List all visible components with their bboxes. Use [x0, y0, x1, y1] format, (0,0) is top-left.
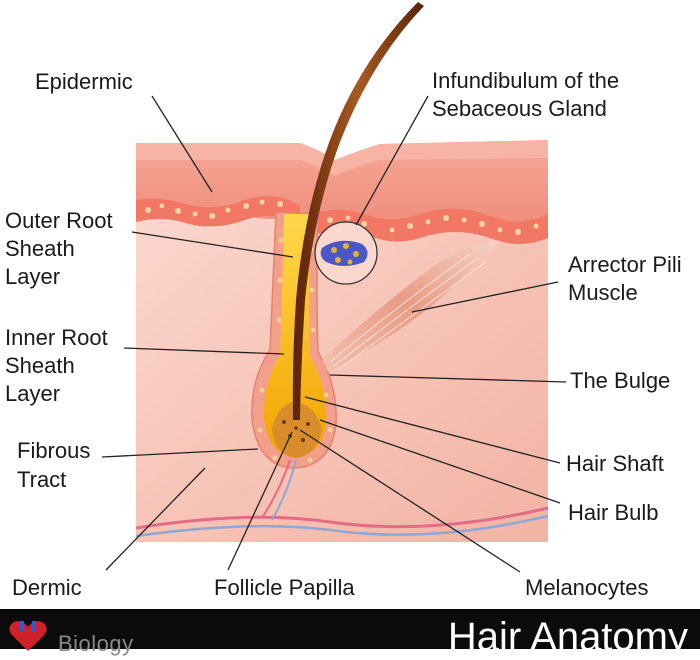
banner-subject: Biology: [58, 631, 134, 656]
label-hair-bulb: Hair Bulb: [568, 500, 658, 525]
sheath-cell-dots: [257, 237, 333, 463]
label-fibrous-line1: Fibrous: [17, 438, 90, 463]
label-inner-root-line2: Sheath: [5, 353, 75, 378]
label-arrector-line2: Muscle: [568, 280, 638, 305]
label-outer-root-line2: Sheath: [5, 236, 75, 261]
heart-logo-icon: [9, 621, 47, 651]
banner-title: Hair Anatomy: [447, 615, 688, 659]
label-infundibulum-line2: Sebaceous Gland: [432, 96, 607, 121]
blood-vessels: [135, 459, 549, 538]
muscle-fibers: [329, 253, 487, 371]
label-inner-root-line3: Layer: [5, 381, 60, 406]
label-inner-root-line1: Inner Root: [5, 325, 108, 350]
leader-lines: [101, 95, 567, 573]
epidermis-surface: [136, 140, 548, 176]
basal-cell-layer-right: [318, 208, 548, 244]
label-outer-root-line1: Outer Root: [5, 208, 113, 233]
hair-shaft: [292, 2, 424, 420]
label-fibrous-line2: Tract: [17, 467, 66, 492]
label-infundibulum-line1: Infundibulum of the: [432, 68, 619, 93]
label-outer-root-line3: Layer: [5, 264, 60, 289]
label-follicle-papilla: Follicle Papilla: [214, 575, 355, 600]
label-dermic: Dermic: [12, 575, 82, 600]
arrector-pili-muscle: [322, 240, 500, 372]
basal-cell-layer: [136, 196, 300, 227]
cell-dots: [145, 199, 539, 235]
label-bulge: The Bulge: [570, 368, 670, 393]
label-hair-shaft: Hair Shaft: [566, 451, 664, 476]
label-arrector-line1: Arrector Pili: [568, 252, 682, 277]
sebaceous-gland-cells: [320, 240, 368, 266]
dermal-papilla: [272, 402, 322, 458]
label-epidermic: Epidermic: [35, 69, 133, 94]
label-melanocytes: Melanocytes: [525, 575, 649, 600]
title-banner: Biology Hair Anatomy: [0, 609, 700, 659]
